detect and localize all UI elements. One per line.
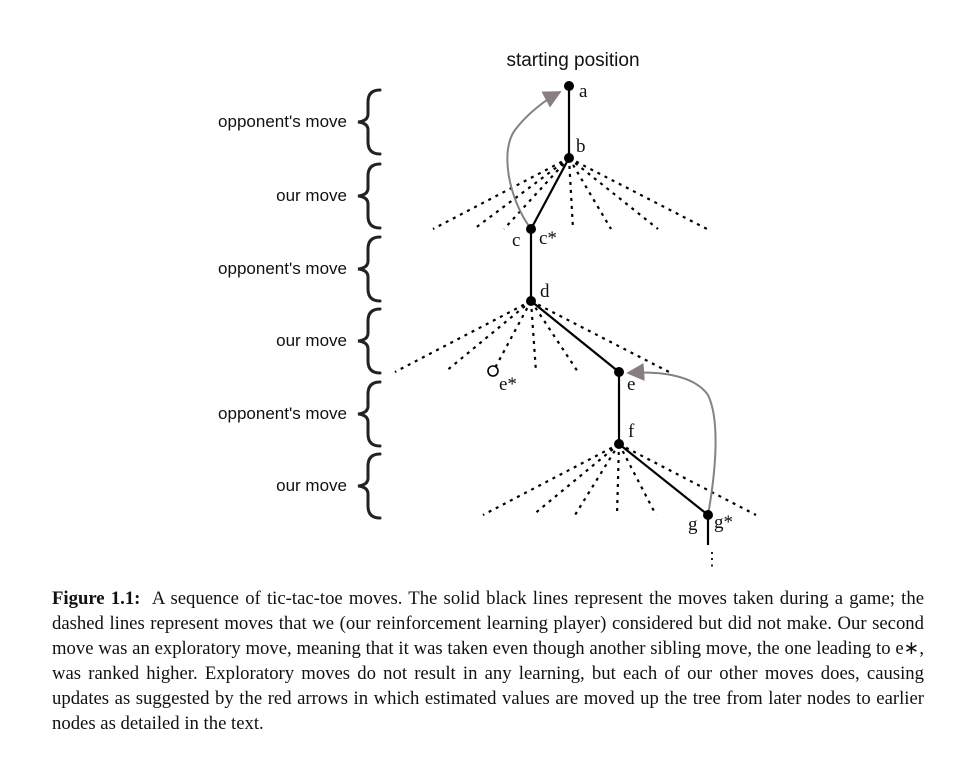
- dashed-edge: [618, 443, 657, 516]
- starting-position-label: starting position: [506, 50, 639, 71]
- node-e-star: [487, 365, 499, 377]
- dashed-edge: [529, 300, 538, 373]
- backup-arrows: [506, 91, 717, 516]
- brace-5: [357, 380, 382, 448]
- dashed-edge: [473, 157, 570, 230]
- figure-caption: Figure 1.1: A sequence of tic-tac-toe mo…: [52, 586, 924, 736]
- node-c: [526, 224, 536, 234]
- dashed-edge: [444, 300, 532, 373]
- dashed-edge: [432, 157, 570, 230]
- backup-arrow-g-to-e: [626, 363, 717, 516]
- taken-moves-solid: [529, 86, 710, 545]
- dashed-edge: [568, 157, 612, 230]
- level-label-5: opponent's move: [218, 404, 347, 423]
- game-tree-diagram: starting position opponent's move our mo…: [218, 50, 757, 569]
- caption-label: Figure 1.1:: [52, 588, 141, 609]
- brace-1: [357, 88, 382, 156]
- tree-nodes: [487, 81, 713, 520]
- considered-moves-dashed: [394, 157, 757, 516]
- level-label-1: opponent's move: [218, 112, 347, 131]
- edge-b-c: [530, 157, 570, 230]
- label-a: a: [579, 81, 588, 102]
- edge-f-g: [618, 443, 709, 516]
- dashed-edge: [532, 443, 620, 516]
- node-d: [526, 296, 536, 306]
- level-label-3: opponent's move: [218, 259, 347, 278]
- label-c-star: c*: [539, 228, 557, 249]
- dashed-edge: [394, 300, 532, 373]
- brace-6: [357, 452, 382, 520]
- dashed-edge: [574, 443, 620, 516]
- label-b: b: [576, 136, 586, 157]
- dashed-edge: [568, 157, 708, 230]
- node-g: [703, 510, 713, 520]
- dashed-edge: [530, 300, 579, 373]
- dashed-edge: [567, 157, 575, 230]
- label-g: g: [688, 514, 698, 535]
- brace-2: [357, 162, 382, 230]
- label-g-star: g*: [714, 512, 733, 533]
- brace-4: [357, 307, 382, 375]
- backup-arrow-c-to-a: [506, 91, 562, 230]
- dashed-edge: [615, 443, 621, 516]
- dashed-edge: [618, 443, 757, 516]
- label-f: f: [628, 421, 635, 442]
- node-labels: a b c c* d e* e f g g* ⋮: [499, 81, 733, 569]
- dashed-edge: [503, 157, 570, 230]
- node-a: [564, 81, 574, 91]
- level-label-4: our move: [276, 331, 347, 350]
- label-d: d: [540, 281, 550, 302]
- label-c: c: [512, 230, 520, 251]
- level-label-2: our move: [276, 186, 347, 205]
- dashed-edge: [494, 300, 532, 369]
- dashed-edge: [482, 443, 620, 516]
- brace-3: [357, 235, 382, 303]
- dashed-edge: [568, 157, 659, 230]
- level-braces: [357, 88, 382, 520]
- label-e-star: e*: [499, 374, 517, 395]
- continuation-ellipsis: ⋮: [703, 549, 721, 569]
- node-f: [614, 439, 624, 449]
- level-label-6: our move: [276, 476, 347, 495]
- dashed-edge: [530, 300, 670, 373]
- edge-d-e: [530, 300, 620, 373]
- level-labels: opponent's move our move opponent's move…: [218, 112, 347, 495]
- caption-text: A sequence of tic-tac-toe moves. The sol…: [52, 588, 924, 734]
- label-e: e: [627, 374, 635, 395]
- node-b: [564, 153, 574, 163]
- node-e: [614, 367, 624, 377]
